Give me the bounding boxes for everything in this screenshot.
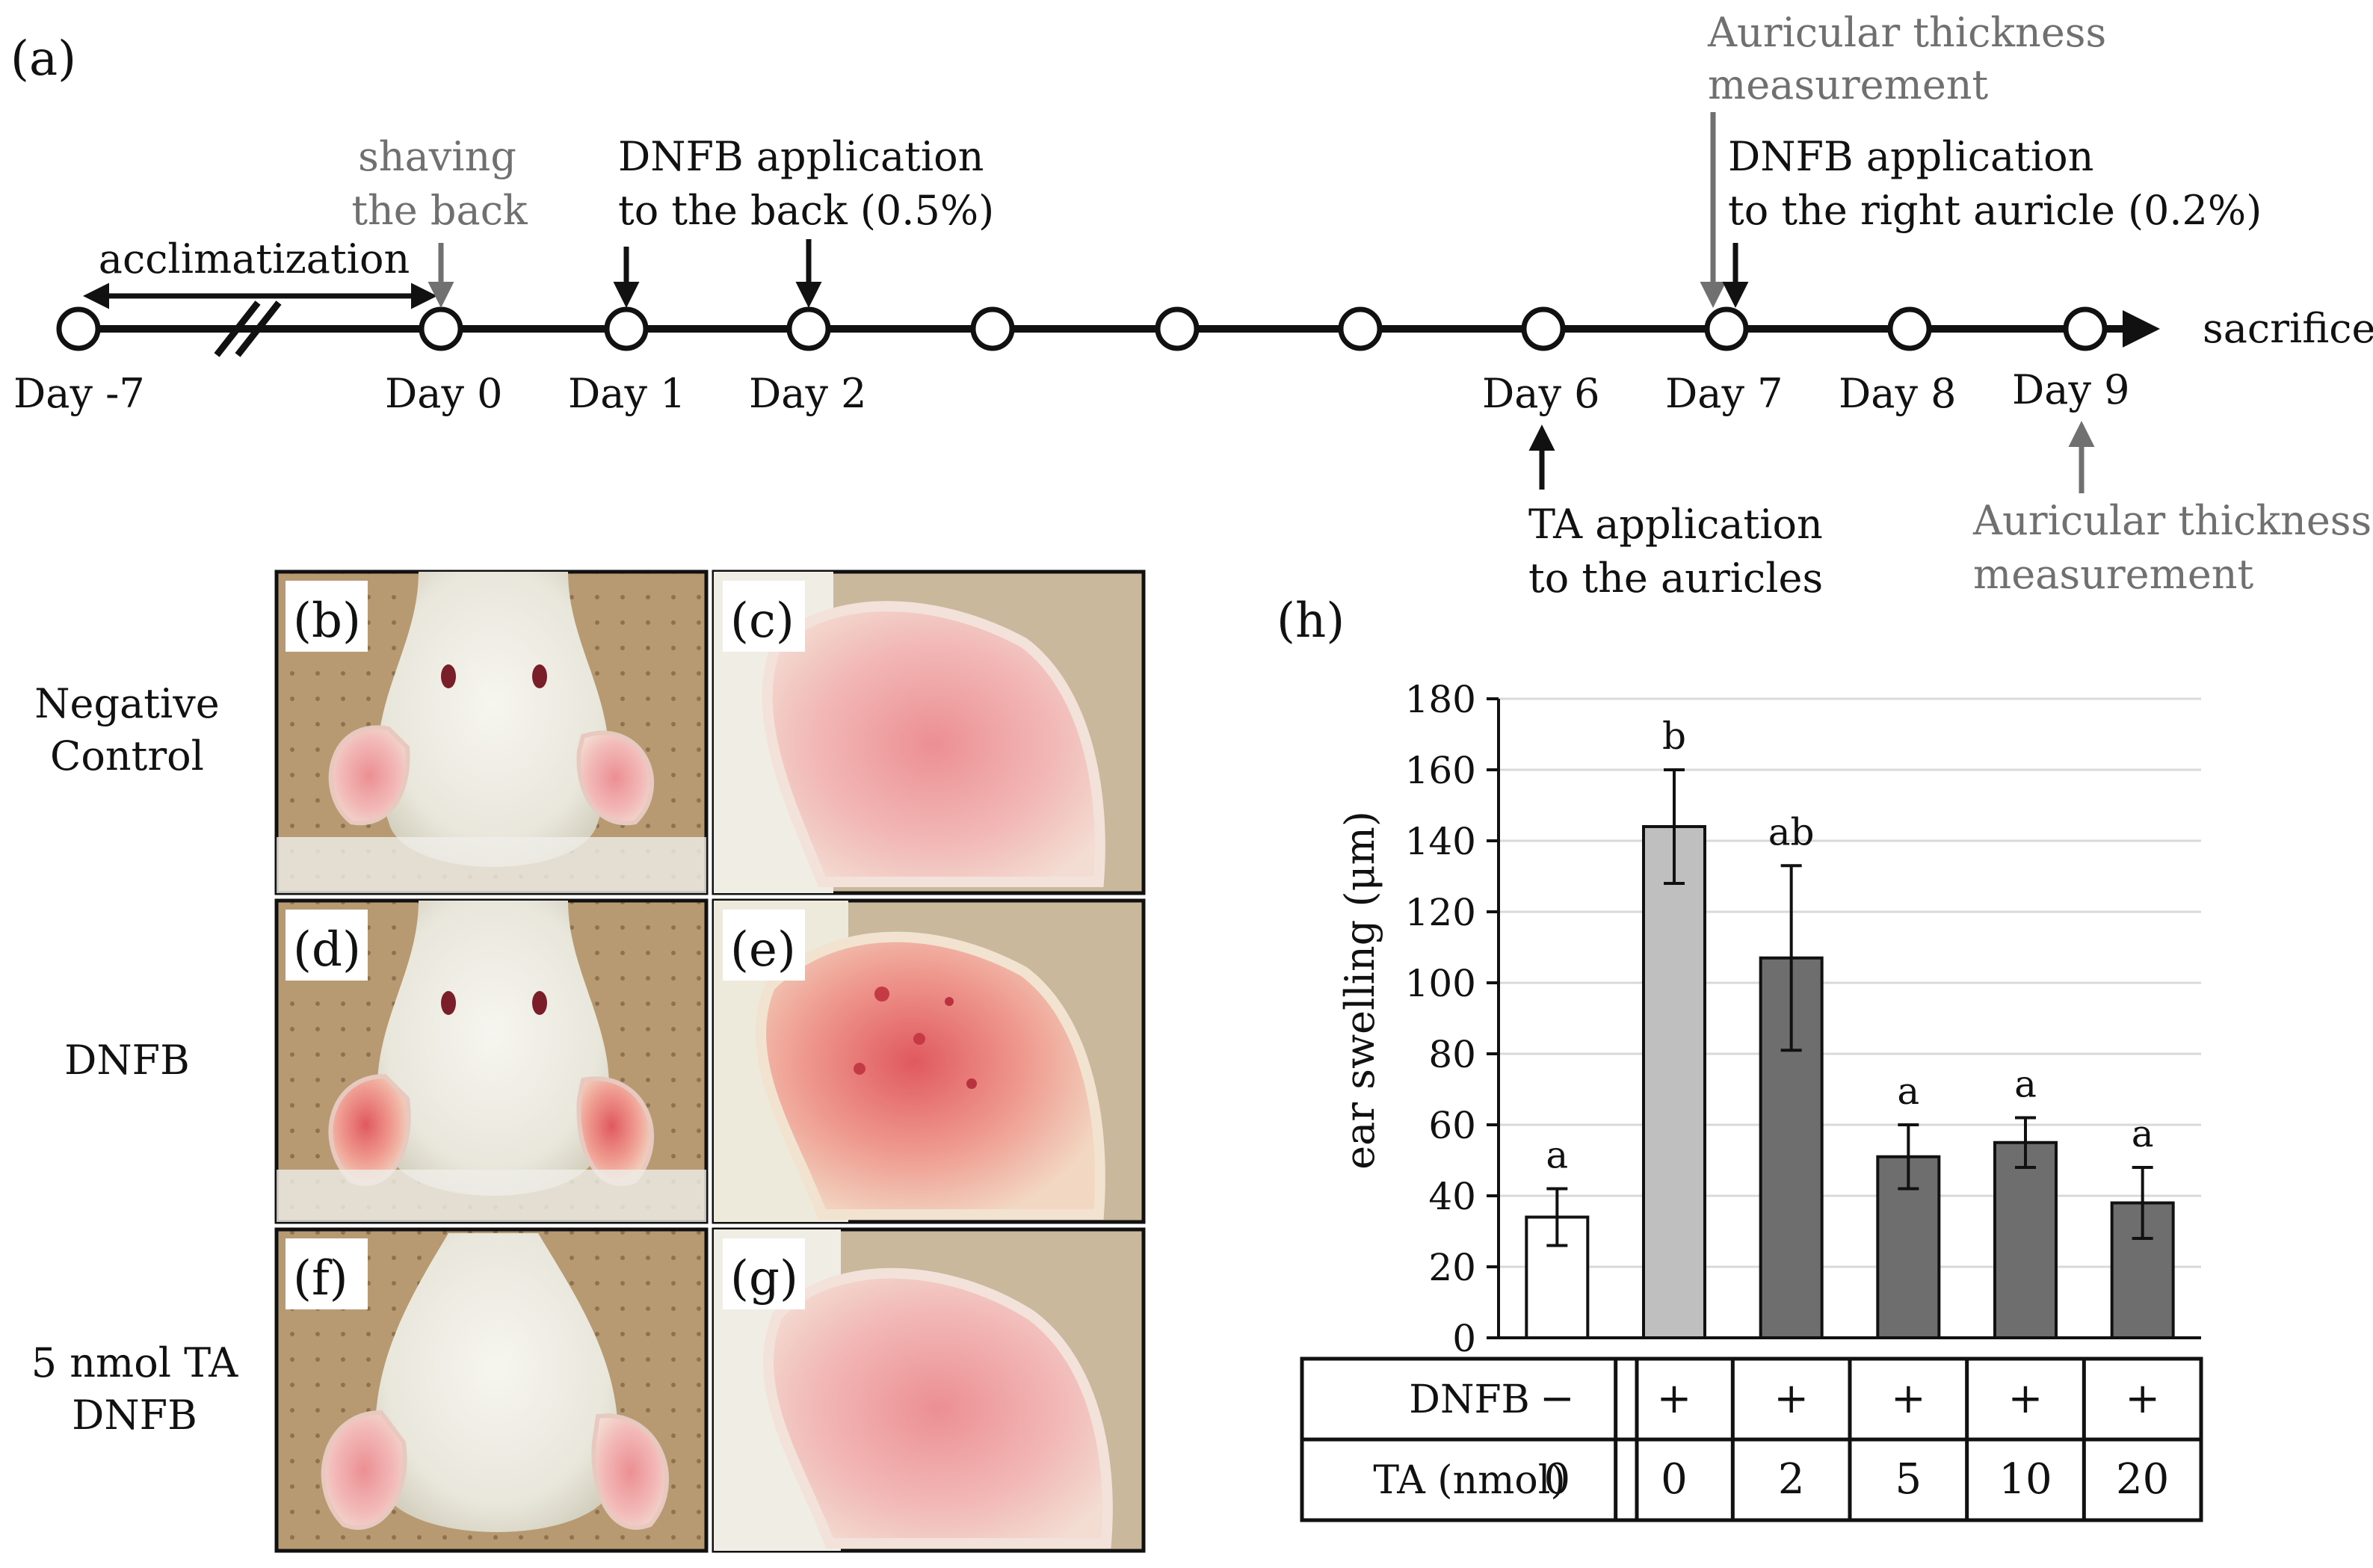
photo-c: (c) <box>712 570 1146 895</box>
table-cell: + <box>1891 1374 1926 1423</box>
thickness-bottom-line1: Auricular thickness <box>1972 497 2372 544</box>
day-circle <box>1704 306 1749 351</box>
table-cell: + <box>1657 1374 1692 1423</box>
row-label-negative-line2: Control <box>50 732 204 780</box>
day-label-9: Day 9 <box>2012 366 2130 413</box>
dnfb-back-label-line1: DNFB application <box>618 133 984 180</box>
thickness-top-line2: measurement <box>1708 61 1989 108</box>
y-tick-label: 20 <box>1428 1246 1476 1289</box>
row-label-negative-line1: Negative <box>34 680 219 727</box>
timeline-break-mark <box>235 300 282 357</box>
panel-label-a: (a) <box>10 31 76 87</box>
y-tick-label: 120 <box>1405 891 1476 934</box>
photo-g: (g) <box>712 1227 1146 1553</box>
bar <box>1642 825 1706 1339</box>
panel-label-e: (e) <box>730 922 796 978</box>
day-circle <box>604 306 649 351</box>
photo-d: (d) <box>274 898 709 1224</box>
significance-letter: a <box>1897 1069 1919 1113</box>
panel-label-g: (g) <box>730 1251 798 1306</box>
significance-letter: ab <box>1768 810 1815 854</box>
day-circle <box>56 306 101 351</box>
day-label-minus7: Day -7 <box>13 370 145 417</box>
timeline: Day -7 Day 0 Day 1 Day 2 Day 6 Day 7 Day… <box>13 9 2373 602</box>
y-tick-label: 180 <box>1405 678 1476 721</box>
table-cell: 20 <box>2116 1455 2169 1504</box>
table-row-label: TA (nmol) <box>1373 1458 1565 1503</box>
y-tick-label: 0 <box>1452 1317 1476 1360</box>
dnfb-ear-label-line1: DNFB application <box>1728 133 2093 180</box>
day-label-8: Day 8 <box>1839 370 1957 417</box>
table-cell: 5 <box>1895 1455 1922 1504</box>
day-circle <box>419 306 463 351</box>
day-circle <box>970 306 1015 351</box>
table-cell: + <box>2008 1374 2043 1423</box>
significance-letter: b <box>1662 714 1686 758</box>
photo-e: (e) <box>712 898 1146 1224</box>
thickness-top-line1: Auricular thickness <box>1707 9 2106 56</box>
day-circle <box>1521 306 1566 351</box>
shaving-label-line2: the back <box>351 187 528 234</box>
day-circles <box>56 306 2108 351</box>
table-row-label: DNFB <box>1409 1377 1529 1422</box>
y-tick-label: 40 <box>1428 1175 1476 1218</box>
timeline-end-label: sacrifice <box>2203 305 2373 352</box>
bar <box>1993 1140 2058 1339</box>
panel-label-h: (h) <box>1277 593 1345 649</box>
ta-label-line2: to the auricles <box>1528 555 1823 602</box>
row-label-dnfb: DNFB <box>64 1037 190 1084</box>
acclimatization-label: acclimatization <box>99 235 410 283</box>
panel-label-f: (f) <box>293 1251 348 1306</box>
row-label-ta-line2: DNFB <box>72 1392 197 1439</box>
significance-letter: a <box>2132 1112 2154 1155</box>
day-circle <box>1155 306 1200 351</box>
day-label-7: Day 7 <box>1665 370 1783 417</box>
timeline-break-mark <box>214 300 261 357</box>
panel-label-b: (b) <box>293 593 361 649</box>
significance-letter: a <box>2014 1063 2037 1106</box>
table-cell: 0 <box>1661 1455 1688 1504</box>
day-label-2: Day 2 <box>749 370 867 417</box>
table-cell: − <box>1540 1374 1575 1423</box>
shaving-label-line1: shaving <box>358 133 516 180</box>
ta-label-line1: TA application <box>1528 501 1823 548</box>
y-axis-label: ear swelling (μm) <box>1336 811 1383 1170</box>
day-label-6: Day 6 <box>1482 370 1600 417</box>
table-cell: + <box>1774 1374 1809 1423</box>
y-tick-label: 60 <box>1428 1104 1476 1147</box>
dnfb-ear-label-line2: to the right auricle (0.2%) <box>1728 187 2262 234</box>
y-tick-label: 100 <box>1405 962 1476 1005</box>
dnfb-back-label-line2: to the back (0.5%) <box>618 187 994 234</box>
panel-label-d: (d) <box>293 922 361 978</box>
table-cell: 0 <box>1544 1455 1571 1504</box>
table-cell: 2 <box>1778 1455 1805 1504</box>
day-label-1: Day 1 <box>568 370 686 417</box>
table-cell: 10 <box>1999 1455 2052 1504</box>
day-circle <box>1887 306 1932 351</box>
y-tick-label: 160 <box>1405 749 1476 792</box>
day-circle <box>786 306 831 351</box>
panel-label-c: (c) <box>730 593 794 649</box>
photo-f: (f) <box>274 1227 709 1553</box>
y-tick-label: 140 <box>1405 820 1476 863</box>
thickness-bottom-line2: measurement <box>1973 551 2254 598</box>
day-circle <box>2063 306 2108 351</box>
day-circle <box>1338 306 1383 351</box>
row-label-ta-line1: 5 nmol TA <box>31 1339 239 1386</box>
table-cell: + <box>2125 1374 2160 1423</box>
day-label-0: Day 0 <box>385 370 503 417</box>
photo-b: (b) <box>274 570 709 895</box>
significance-letter: a <box>1546 1134 1568 1177</box>
y-tick-label: 80 <box>1428 1033 1476 1076</box>
